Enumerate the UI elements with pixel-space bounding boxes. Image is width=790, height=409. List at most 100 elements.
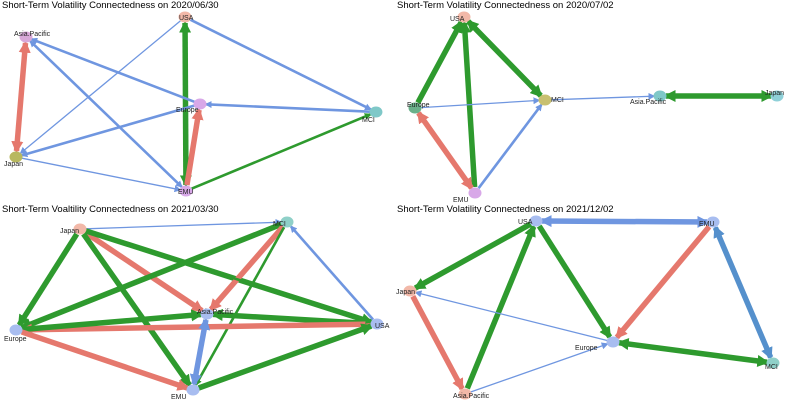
node-europe (606, 336, 620, 348)
edge-usa-to-mci (289, 225, 375, 321)
edge-asia-pacific-to-europe (470, 342, 609, 393)
node-label: Asia.Pacific (14, 31, 51, 38)
network-panel-3: Short-Term Voaltility Connectedness on 2… (0, 204, 395, 408)
network-panel-4: Short-Term Volatility Connectedness on 2… (395, 204, 790, 408)
panel-title: Short-Term Volatility Connectedness on 2… (2, 0, 219, 11)
edge-mci-to-europe (204, 101, 371, 114)
node-label: EMU (699, 221, 715, 228)
edge-europe-to-mci (616, 338, 770, 367)
edges (415, 19, 774, 191)
edge-emu-to-usa (179, 20, 192, 188)
edge-usa-to-europe (536, 224, 613, 339)
edge-mci-to-asia-pacific (208, 224, 286, 312)
edge-emu-to-mci (477, 103, 543, 189)
node-mci (369, 106, 383, 118)
node-label: Japan (396, 289, 415, 296)
panel-title: Short-Term Volatility Connectedness on 2… (397, 0, 614, 11)
node-japan (403, 285, 417, 297)
edge-emu-to-asia-pacific (29, 40, 183, 188)
edge-emu-to-europe (184, 107, 204, 186)
edges (11, 18, 372, 193)
node-label: Asia.Pacific (453, 393, 490, 400)
node-label: EMU (171, 394, 187, 401)
edge-europe-to-usa (415, 20, 464, 105)
node-emu (706, 216, 720, 228)
node-emu (186, 384, 200, 396)
edge-mci-to-asia-pacific (550, 92, 656, 101)
node-label: Europe (407, 102, 430, 109)
node-usa (370, 318, 384, 330)
node-europe (193, 98, 207, 110)
edge-asia-pacific-to-usa (464, 224, 537, 390)
edge-emu-to-usa (197, 323, 374, 391)
edge-japan-to-mci (85, 218, 283, 230)
edge-emu-to-europe (614, 224, 712, 340)
edge-asia-pacific-to-emu (189, 317, 211, 387)
edge-usa-to-japan (413, 221, 533, 291)
node-europe (408, 102, 422, 114)
node-label: EMU (178, 189, 194, 196)
edge-japan-to-emu (21, 157, 182, 193)
edge-europe-to-japan (414, 290, 608, 342)
edge-mci-to-europe (19, 221, 283, 331)
node-label: Europe (176, 107, 199, 114)
node-usa (457, 11, 471, 23)
node-label: Japan (4, 161, 23, 168)
edge-europe-to-japan (20, 104, 195, 158)
node-label: MCI (765, 364, 778, 371)
edge-japan-to-europe (16, 232, 80, 327)
node-japan (9, 151, 23, 163)
edge-mci-to-emu (194, 226, 286, 386)
edge-usa-to-mci (189, 18, 372, 111)
node-japan (73, 223, 87, 235)
panel-title: Short-Term Volatility Connectedness on 2… (397, 204, 614, 215)
edge-japan-to-emu (81, 232, 192, 388)
node-label: Asia.Pacific (197, 309, 234, 316)
edge-japan-to-usa (85, 229, 373, 324)
edge-europe-to-asia-pacific (30, 37, 195, 104)
node-mci (280, 216, 294, 228)
edge-japan-to-asia-pacific (83, 230, 205, 313)
edge-usa-to-mci (466, 19, 543, 98)
node-label: MCI (551, 97, 564, 104)
node-usa (529, 215, 543, 227)
edge-europe-to-emu (20, 329, 190, 391)
node-usa (178, 11, 192, 23)
edge-japan-to-asia-pacific (410, 294, 465, 391)
edges (16, 218, 375, 391)
node-asia-pacific (653, 90, 667, 102)
edge-japan-to-asia-pacific (11, 40, 31, 154)
edge-emu-to-mci (191, 113, 372, 190)
node-label: Japan (765, 90, 784, 97)
network-panel-1: Short-Term Volatility Connectedness on 2… (0, 0, 395, 204)
node-label: Japan (60, 228, 79, 235)
node-asia-pacific (19, 31, 33, 43)
node-label: Asia.Pacific (630, 99, 667, 106)
network-panel-2: Short-Term Volatility Connectedness on 2… (395, 0, 790, 204)
node-label: EMU (453, 197, 469, 204)
edge-europe-to-asia-pacific (21, 309, 204, 333)
node-label: MCI (273, 221, 286, 228)
node-europe (9, 324, 23, 336)
node-label: Europe (575, 345, 598, 352)
edge-europe-to-mci (420, 97, 541, 109)
node-label: USA (179, 15, 194, 22)
panel-title: Short-Term Voaltility Connectedness on 2… (2, 204, 219, 215)
edge-usa-to-japan (19, 20, 181, 155)
node-mci (766, 357, 780, 369)
node-label: Europe (4, 336, 27, 343)
edge-usa-to-emu (539, 215, 710, 228)
node-emu (179, 185, 193, 197)
node-label: MCI (362, 117, 375, 124)
edge-emu-to-europe (416, 110, 474, 191)
edges (410, 215, 774, 393)
node-asia-pacific (200, 308, 214, 320)
node-mci (538, 94, 552, 106)
